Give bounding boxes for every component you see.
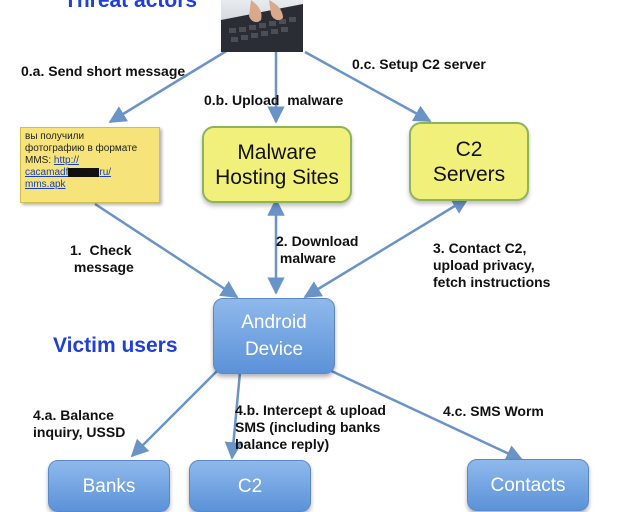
step-2-label: 2. Download malware — [276, 233, 359, 266]
c2-node: C2 — [189, 460, 311, 512]
flow-arrows — [94, 48, 524, 462]
sms-message-bubble: вы получили фотографию в формате MMS: ht… — [20, 127, 160, 203]
step-4b-label: 4.b. Intercept & upload SMS (including b… — [235, 402, 386, 452]
arrow-1 — [94, 202, 239, 299]
arrow-0a — [108, 48, 229, 124]
node-label: C2 — [237, 476, 263, 497]
hacker-laptop-image — [221, 0, 303, 52]
android-device-node: Android Device — [213, 298, 335, 374]
node-label: Servers — [432, 162, 506, 186]
step-0c-label: 0.c. Setup C2 server — [352, 56, 486, 72]
node-label: Android — [241, 312, 307, 333]
arrow-0c — [304, 50, 432, 123]
node-label: Contacts — [490, 475, 566, 496]
arrow-4a — [130, 369, 219, 458]
sms-line: MMS: http:// — [25, 155, 79, 166]
arrow-3 — [303, 196, 470, 299]
sms-link: mms.apk — [25, 179, 66, 190]
node-label: Malware — [237, 140, 317, 164]
redacted-block — [68, 167, 100, 177]
node-label: Device — [244, 339, 304, 360]
sms-link: http:// — [53, 155, 79, 166]
step-4a-label: 4.a. Balance inquiry, USSD — [33, 407, 126, 440]
banks-node: Banks — [48, 460, 170, 512]
malware-hosting-node: Malware Hosting Sites — [202, 126, 352, 203]
sms-line: mms.apk — [25, 179, 155, 191]
keyboard-hands-icon — [221, 0, 303, 52]
step-0a-label: 0.a. Send short message — [21, 63, 186, 79]
node-label: Banks — [82, 476, 136, 497]
arrow-4b — [224, 371, 243, 460]
sms-line: фотографию в формате — [25, 143, 138, 154]
node-label: C2 — [455, 137, 483, 161]
sms-link: ru/ — [99, 167, 112, 178]
step-3-label: 3. Contact C2, upload privacy, fetch ins… — [433, 240, 551, 290]
node-label: Hosting Sites — [215, 165, 339, 189]
sms-link: cacamadf — [25, 167, 69, 178]
step-1-label: 1. Check message — [70, 242, 134, 275]
c2-servers-node: C2 Servers — [409, 122, 529, 201]
victim-users-heading: Victim users — [53, 334, 178, 357]
step-0b-label: 0.b. Upload malware — [204, 92, 344, 108]
contacts-node: Contacts — [467, 459, 589, 511]
sms-line: cacamadf ru/ — [25, 167, 155, 179]
step-4c-label: 4.c. SMS Worm — [443, 403, 544, 419]
threat-actors-heading: Threat actors — [64, 0, 198, 12]
sms-line: вы получили — [25, 131, 85, 142]
arrow-4c — [324, 366, 524, 462]
